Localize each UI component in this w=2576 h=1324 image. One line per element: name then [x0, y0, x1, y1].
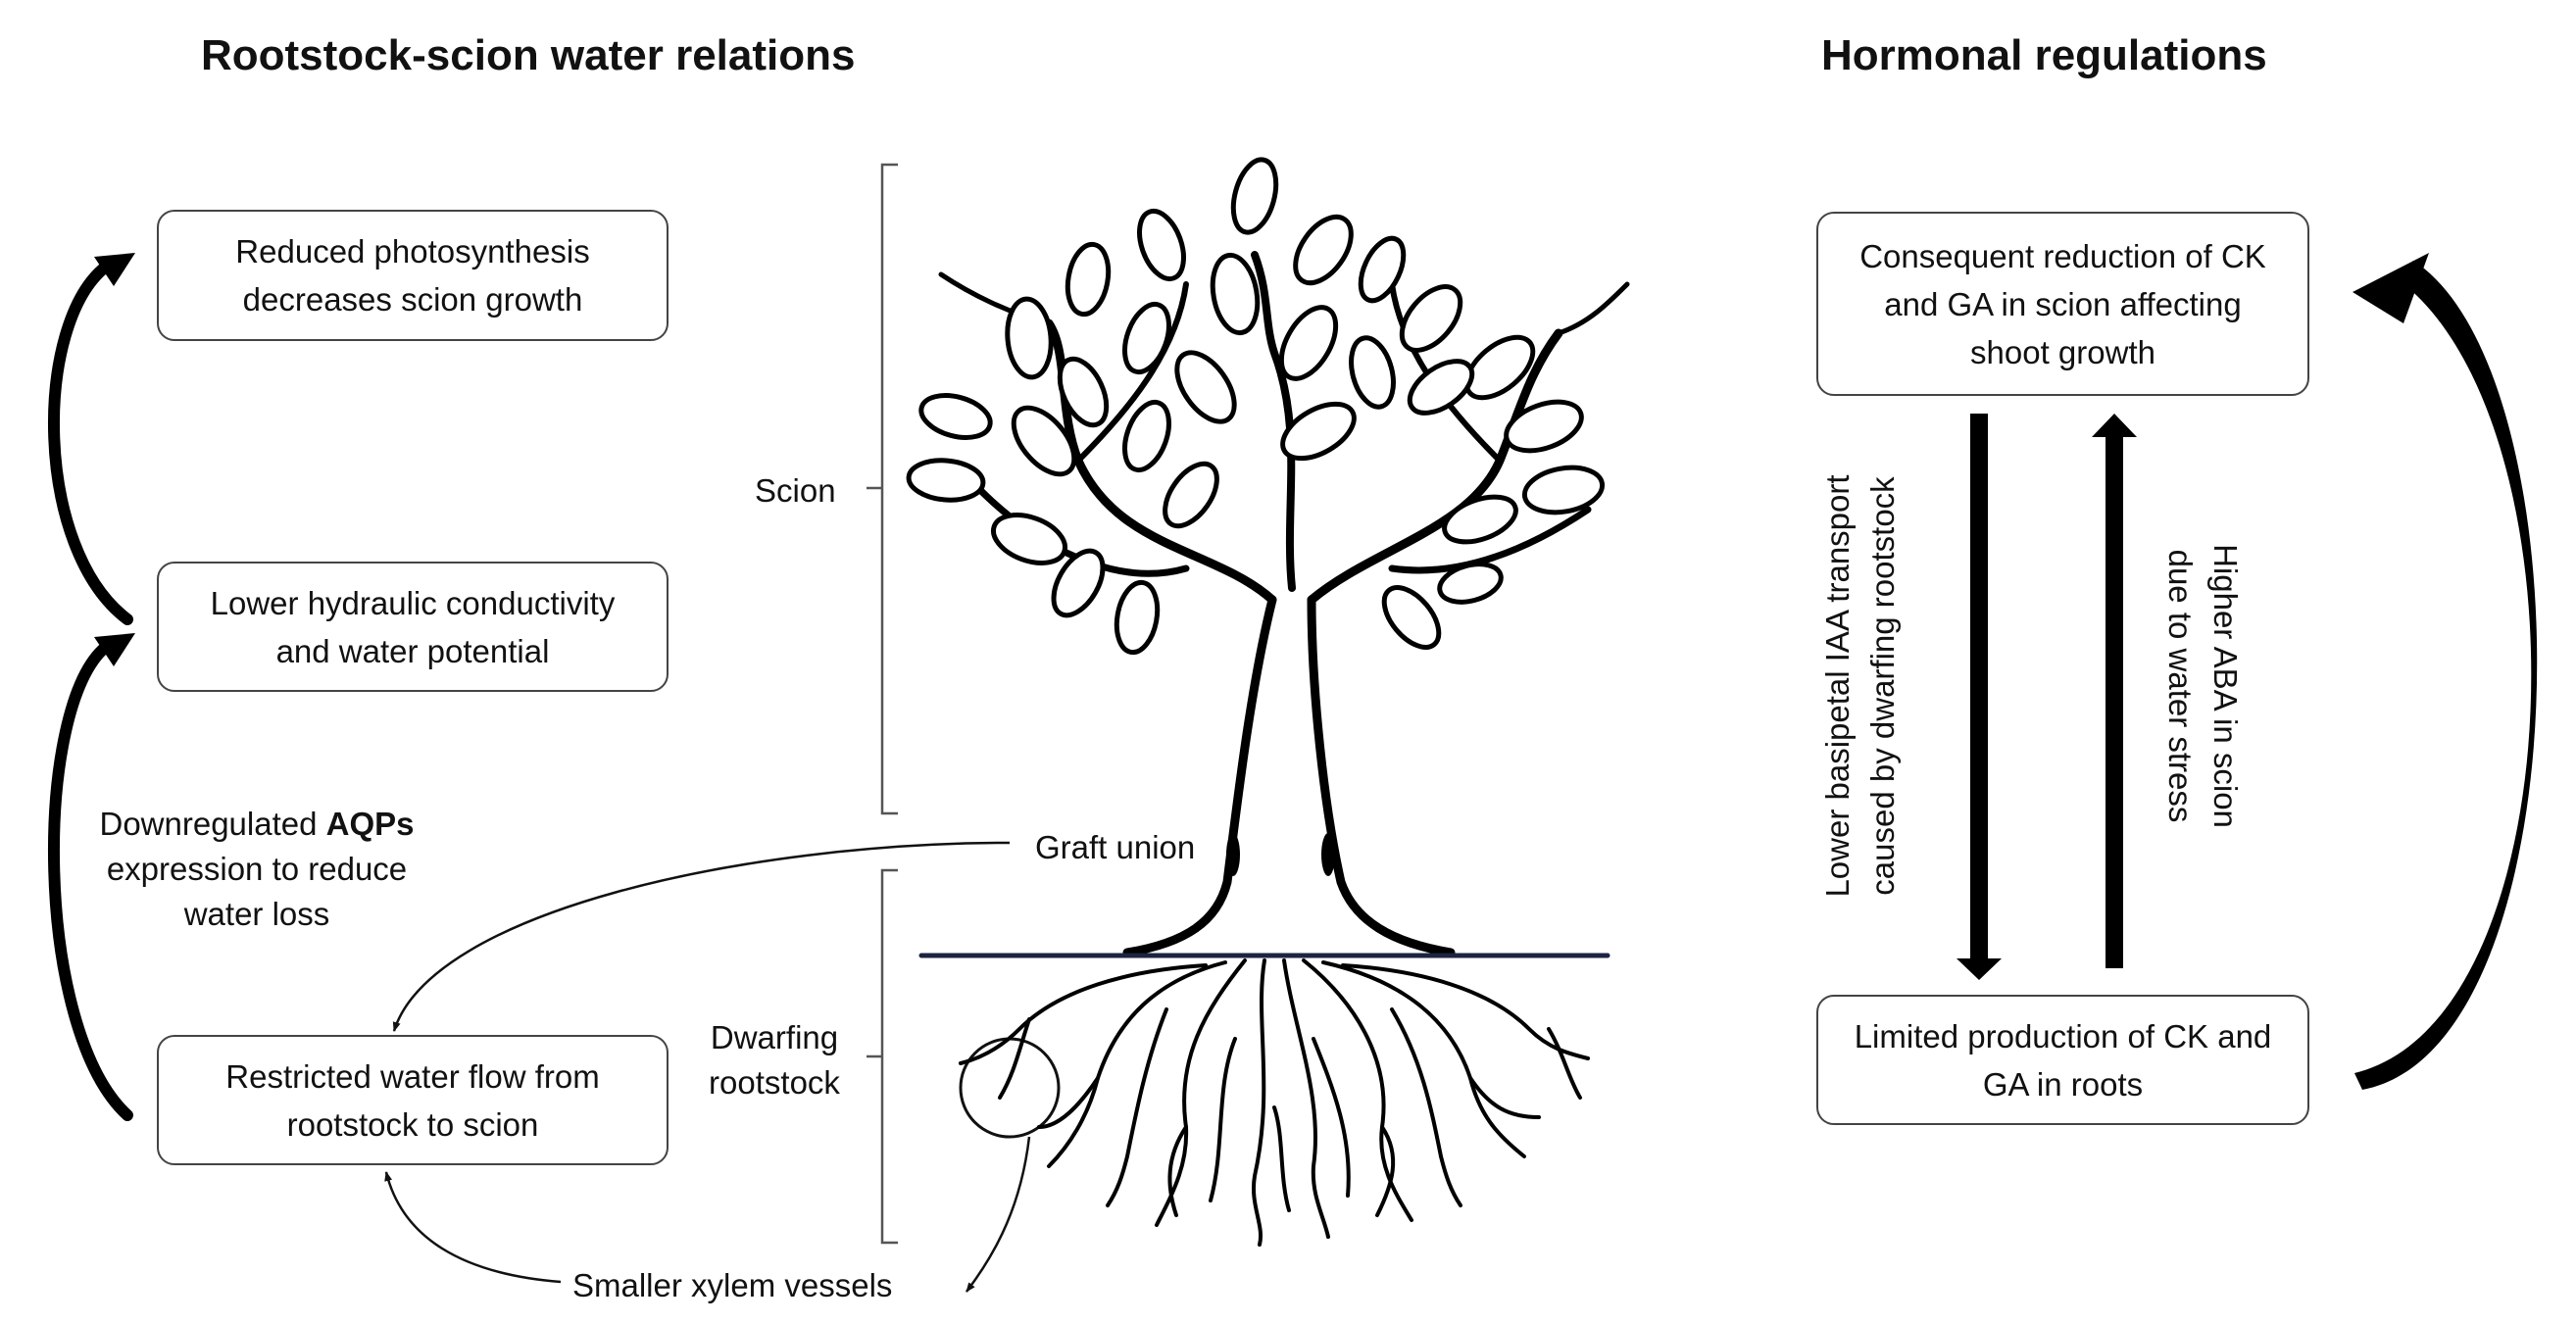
water-flow-text: Restricted water flow from rootstock to … — [225, 1057, 600, 1143]
curved-arrow-flow-to-hydraulic — [48, 641, 133, 1121]
leaves — [906, 157, 1606, 656]
leaf — [1122, 399, 1171, 473]
leaf — [1280, 401, 1357, 462]
dwarfing-line2: rootstock — [709, 1064, 840, 1101]
leaf — [906, 458, 986, 503]
leaf — [1278, 305, 1339, 381]
leaf — [1011, 405, 1077, 477]
photosynthesis-box: Reduced photosynthesis decreases scion g… — [157, 210, 669, 341]
hydraulic-box: Lower hydraulic conductivity and water p… — [157, 562, 669, 692]
leaf — [1065, 241, 1112, 318]
leaf — [1174, 350, 1237, 424]
leaf — [1442, 494, 1518, 545]
scion-bracket — [867, 163, 898, 815]
leaf — [1399, 284, 1463, 353]
left-heading: Rootstock-scion water relations — [201, 31, 856, 79]
branch-main-right — [1307, 328, 1563, 605]
branch-upper-left — [1075, 281, 1189, 464]
leaf — [1463, 334, 1536, 401]
leaf — [918, 393, 993, 440]
leaf — [1051, 548, 1106, 618]
leaf — [1381, 585, 1442, 650]
leaf — [1358, 235, 1407, 304]
arrowhead-photosynthesis — [94, 253, 135, 286]
arrowhead-scion — [2353, 253, 2429, 323]
dwarfing-rootstock-label: Dwarfing rootstock — [686, 1015, 863, 1105]
hydraulic-text: Lower hydraulic conductivity and water p… — [210, 584, 616, 669]
xylem-to-flow-arrow — [384, 1171, 562, 1284]
rootstock-bracket — [867, 868, 898, 1245]
aqp-prefix: Downregulated — [99, 806, 326, 842]
branch-right-low — [1388, 506, 1592, 574]
branch-far-right — [1556, 281, 1630, 336]
leaf — [1349, 335, 1396, 410]
leaf — [1407, 359, 1475, 416]
xylem-magnifier-circle — [959, 1037, 1061, 1139]
graft-union-label: Graft union — [1035, 829, 1196, 865]
photosynthesis-text: Reduced photosynthesis decreases scion g… — [235, 233, 590, 318]
aqp-note-line3: water loss — [183, 896, 330, 932]
tree-illustration — [906, 157, 1630, 1247]
curved-arrow-roots-to-scion — [2354, 261, 2538, 1090]
graft-knot-right — [1321, 833, 1335, 876]
leaf — [1163, 461, 1219, 529]
aqp-note-line2: expression to reduce — [106, 851, 408, 887]
ck-ga-roots-text: Limited production of CK and GA in roots — [1854, 1017, 2272, 1103]
aqp-bold: AQPs — [325, 806, 415, 842]
down-arrow-iaa — [1957, 414, 2002, 980]
circle-to-xylem-arrow — [966, 1136, 1031, 1293]
curved-arrow-hydraulic-to-photosynthesis — [48, 261, 133, 625]
leaf — [1114, 579, 1161, 656]
right-heading: Hormonal regulations — [1821, 31, 2267, 79]
leaf — [1122, 301, 1171, 375]
graft-union-arrow — [392, 841, 1011, 1032]
dwarfing-line1: Dwarfing — [710, 1019, 839, 1055]
leaf — [1137, 208, 1186, 282]
scion-label: Scion — [755, 472, 836, 509]
leaf — [1521, 465, 1606, 515]
leaf — [1005, 296, 1054, 380]
leaf — [1437, 562, 1504, 605]
leaf — [991, 513, 1067, 565]
leaf — [1057, 356, 1110, 428]
trunk-left — [1122, 595, 1277, 957]
ck-ga-scion-text: Consequent reduction of CK and GA in sci… — [1859, 237, 2266, 370]
leaf — [1504, 399, 1584, 454]
leaf — [1230, 157, 1279, 235]
aqp-note: Downregulated AQPs expression to reduce … — [61, 802, 453, 937]
ck-ga-scion-box: Consequent reduction of CK and GA in sci… — [1816, 212, 2309, 396]
up-arrow-aba — [2092, 414, 2137, 968]
graft-knot-left — [1226, 833, 1240, 876]
roots — [959, 958, 1590, 1247]
arrowhead-hydraulic — [94, 633, 135, 666]
aqp-note-line1: Downregulated AQPs — [61, 802, 453, 847]
water-flow-box: Restricted water flow from rootstock to … — [157, 1035, 669, 1165]
ck-ga-roots-box: Limited production of CK and GA in roots — [1816, 995, 2309, 1125]
leaf — [1210, 252, 1261, 336]
branch-center — [1251, 251, 1296, 592]
xylem-label: Smaller xylem vessels — [572, 1267, 893, 1303]
trunk-right — [1307, 595, 1456, 957]
leaf — [1293, 214, 1354, 286]
